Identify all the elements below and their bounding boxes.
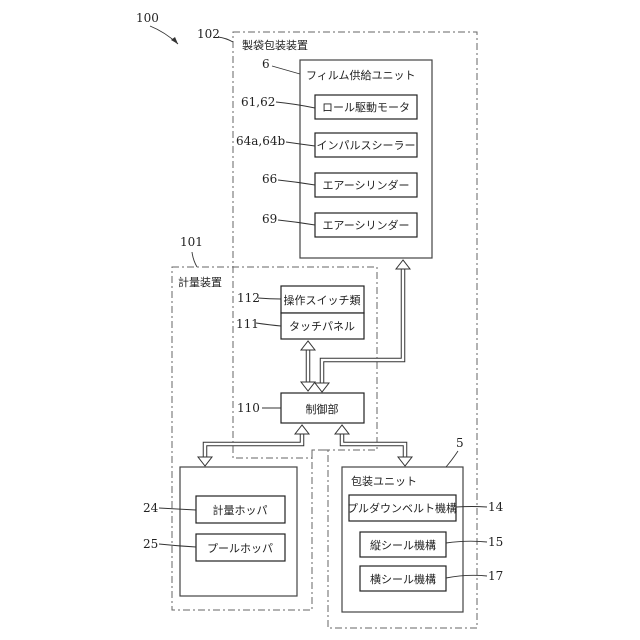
packaging-item-label: 縦シール機構 — [370, 538, 436, 552]
film-unit-item: エアーシリンダー 69 — [262, 212, 417, 237]
film-item-ref-leader — [278, 220, 315, 225]
switches-label: 操作スイッチ類 — [284, 293, 361, 307]
packaging-item-ref: 15 — [488, 535, 503, 549]
packaging-unit-ref: 5 — [456, 436, 464, 450]
film-unit-item: エアーシリンダー 66 — [262, 172, 417, 197]
film-unit-ref-leader — [272, 66, 300, 74]
film-item-label: ロール駆動モータ — [322, 100, 410, 114]
film-unit-item: インパルスシーラー 64a,64b — [236, 133, 417, 157]
film-item-ref: 61,62 — [241, 95, 275, 109]
film-unit-item: ロール駆動モータ 61,62 — [241, 95, 417, 119]
packaging-item-ref-leader — [446, 541, 487, 543]
packaging-item-ref-leader — [456, 507, 487, 508]
packaging-item-label: 横シール機構 — [370, 572, 436, 586]
figure-ref-arrowhead — [171, 37, 178, 44]
bag-making-title: 製袋包装装置 — [242, 38, 308, 52]
controller-ref: 110 — [237, 401, 260, 415]
film-unit-ref: 6 — [262, 57, 270, 71]
controller-label: 制御部 — [306, 402, 339, 416]
packaging-item-label: プルダウンベルト機構 — [347, 501, 457, 515]
weighing-title: 計量装置 — [178, 275, 222, 289]
switches-ref-leader — [258, 298, 281, 299]
film-item-ref: 66 — [262, 172, 277, 186]
figure-ref: 100 — [136, 11, 159, 25]
film-item-ref-leader — [276, 102, 315, 108]
weigh-hopper-label: 計量ホッパ — [213, 503, 268, 517]
weigh-hopper-ref-leader — [159, 508, 196, 510]
bag-making-ref: 102 — [197, 27, 220, 41]
packaging-item-ref: 14 — [488, 500, 504, 514]
touch-panel-ref: 111 — [236, 317, 259, 331]
film-item-label: インパルスシーラー — [317, 139, 416, 152]
packaging-item-ref-leader — [446, 575, 487, 578]
packaging-item: 縦シール機構 15 — [360, 532, 503, 557]
pool-hopper-ref: 25 — [143, 537, 158, 551]
arrow-controller-hoppers — [198, 425, 309, 466]
packaging-unit-title: 包装ユニット — [351, 475, 417, 488]
touch-panel-label: タッチパネル — [289, 320, 355, 333]
packaging-item-ref: 17 — [488, 569, 503, 583]
arrow-controller-packaging — [335, 425, 412, 466]
packaging-unit-ref-leader — [446, 451, 458, 467]
film-item-label: エアーシリンダー — [322, 178, 409, 192]
hopper-group-box — [180, 467, 297, 596]
switches-ref: 112 — [237, 291, 260, 305]
arrow-panel-controller — [301, 341, 315, 391]
film-unit-title: フィルム供給ユニット — [306, 68, 416, 82]
pool-hopper-ref-leader — [159, 544, 196, 547]
bag-making-ref-leader — [218, 37, 233, 42]
packaging-item: 横シール機構 17 — [360, 566, 503, 591]
pool-hopper-label: プールホッパ — [207, 542, 273, 555]
film-item-label: エアーシリンダー — [322, 218, 409, 232]
film-item-ref-leader — [278, 180, 315, 185]
film-item-ref: 64a,64b — [236, 134, 286, 148]
packaging-item: プルダウンベルト機構 14 — [347, 495, 504, 521]
weigh-hopper-ref: 24 — [143, 501, 159, 515]
touch-panel-ref-leader — [256, 323, 281, 326]
weighing-ref-leader — [192, 252, 197, 267]
weighing-ref: 101 — [180, 235, 203, 249]
film-item-ref: 69 — [262, 212, 277, 226]
